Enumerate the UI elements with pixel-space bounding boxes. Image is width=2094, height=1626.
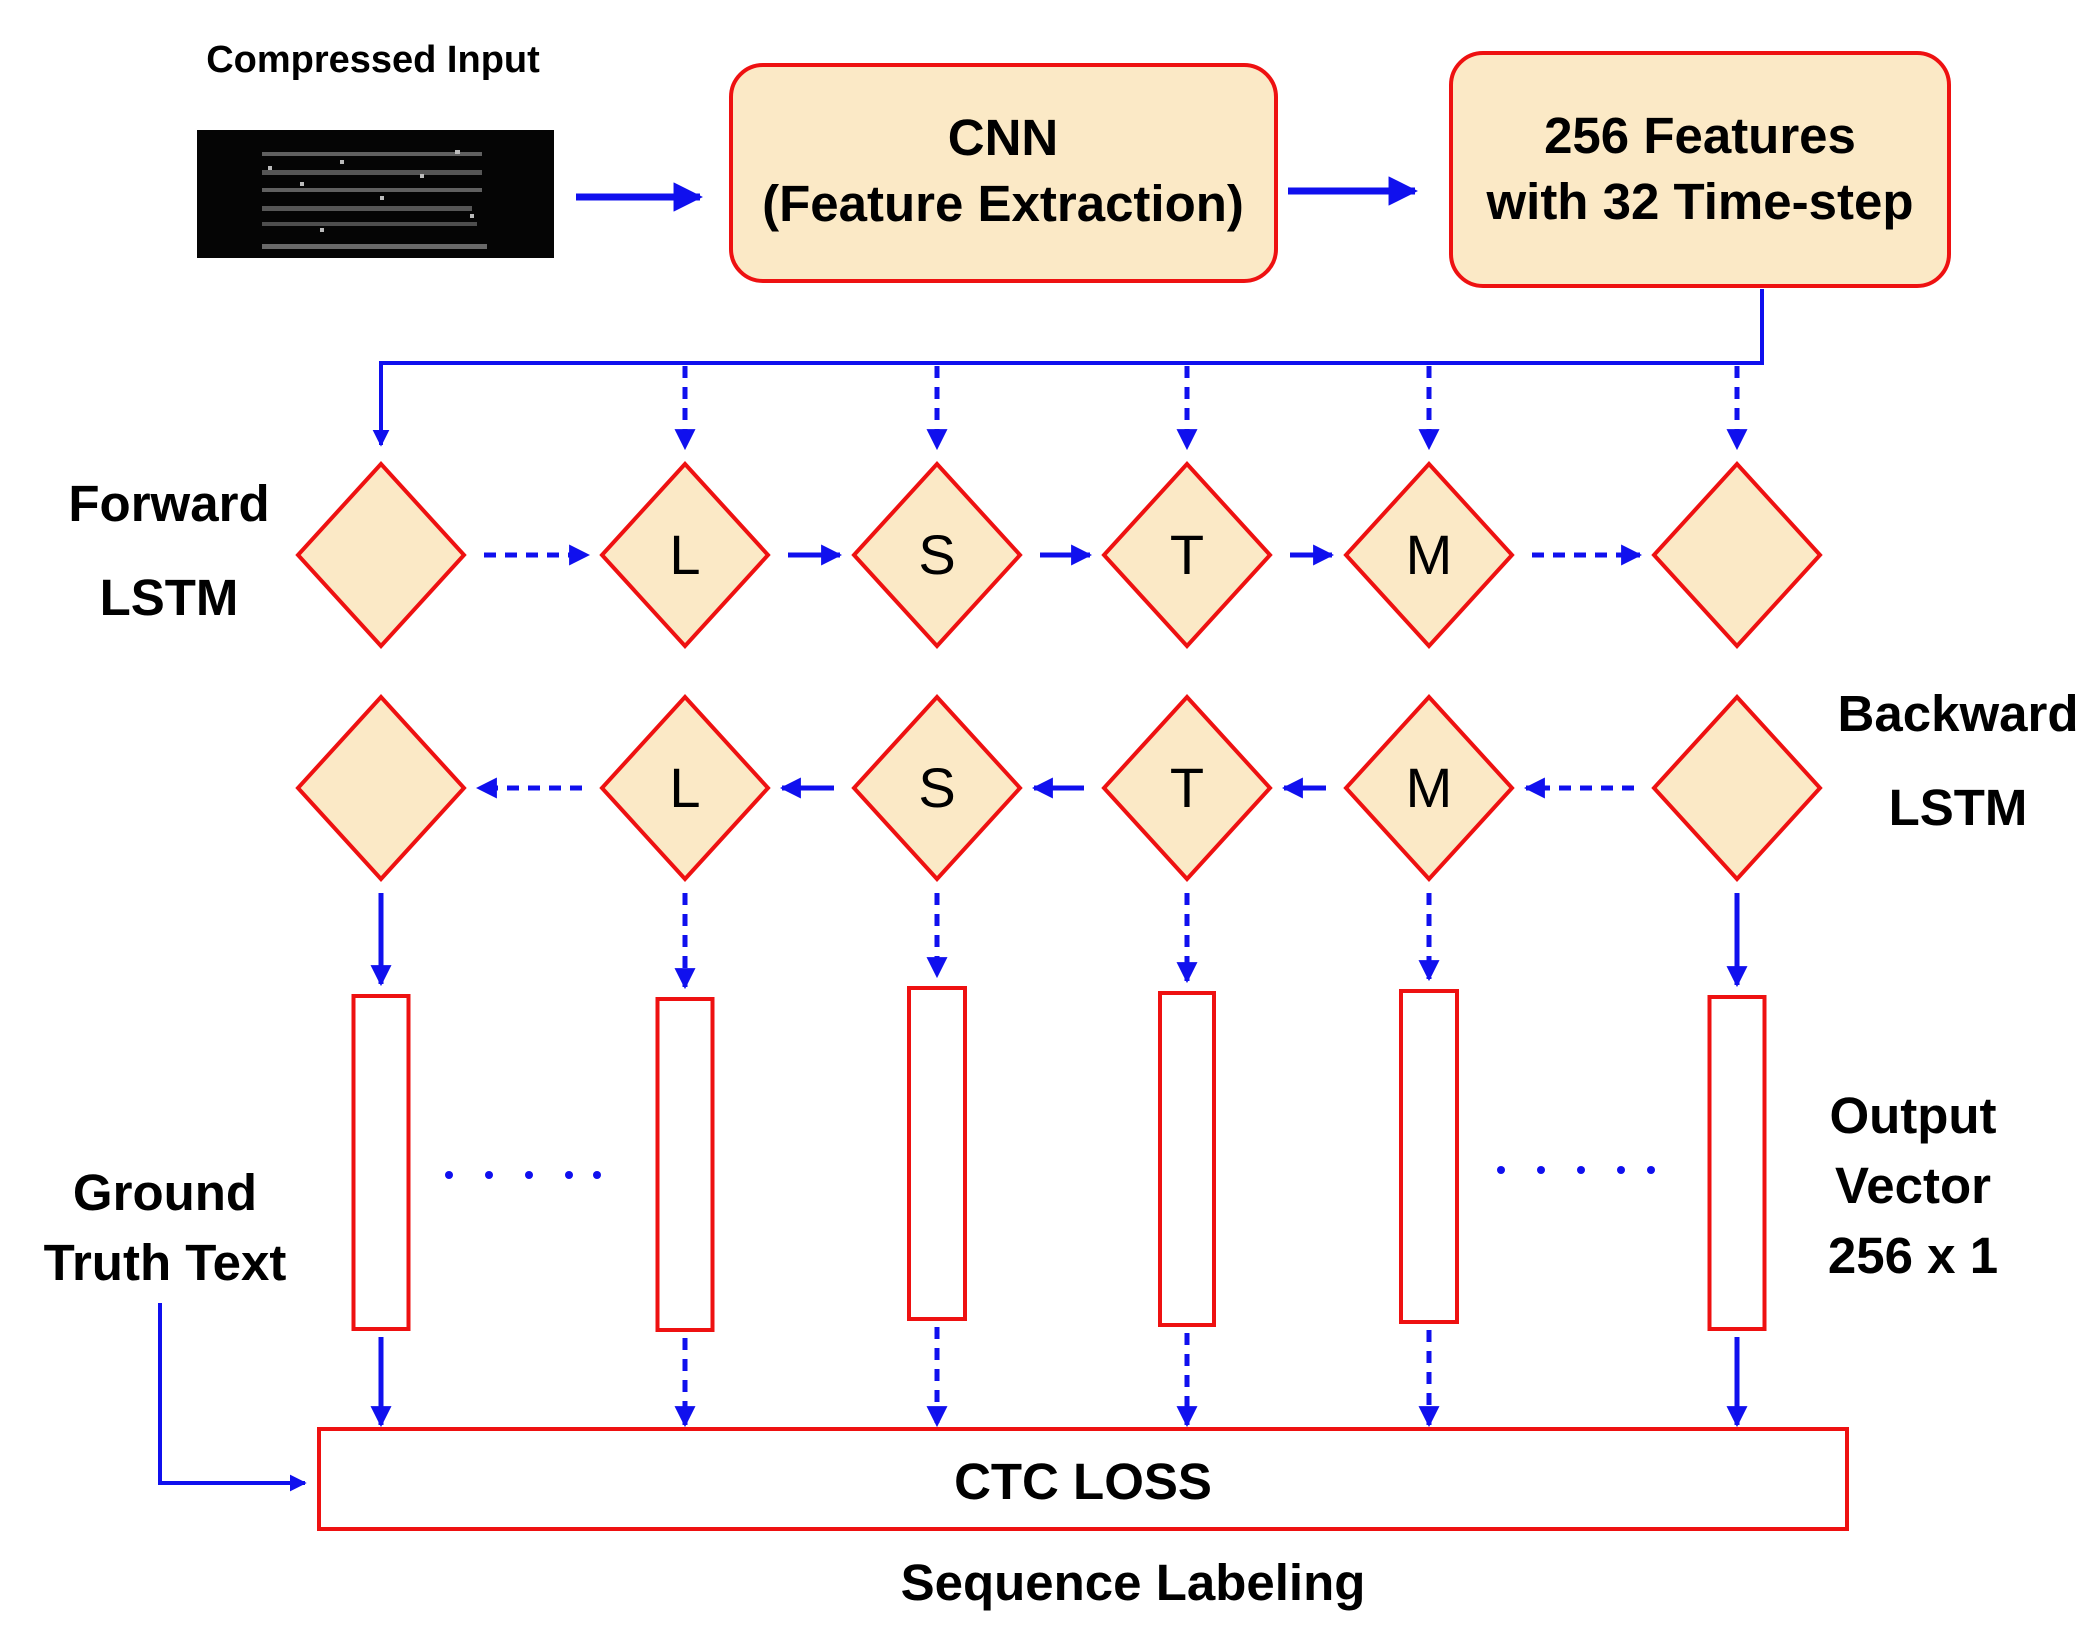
feature-drop-arrows [674,366,1748,451]
forward-lstm-cell-label: L [669,523,700,586]
cnn-box-title: CNN [948,109,1059,166]
backward-lstm-cell-label: T [1170,756,1204,819]
forward-lstm-cell-label: T [1170,523,1204,586]
backward-lstm-cell-label: M [1406,756,1453,819]
backward-lstm-cell-label: S [918,756,955,819]
forward-lstm-cell-shape [1343,461,1515,649]
forward-lstm-cell-shape [1651,461,1823,649]
ground-truth-label-1: Ground [73,1164,257,1221]
features-box [1449,51,1951,288]
sequence-labeling-caption: Sequence Labeling [901,1554,1366,1611]
backward-lstm-cell-shape [1343,694,1515,882]
ground-truth-label-2: Truth Text [44,1234,287,1291]
cnn-box-subtitle: (Feature Extraction) [762,175,1244,232]
feature-distribution-bus [372,289,1764,447]
forward-lstm-cell [295,461,467,649]
forward-lstm-cell-shape [851,461,1023,649]
forward-lstm-cell-label: M [1406,523,1453,586]
output-vector [1158,991,1216,1327]
backward-lstm-cell: L [599,694,771,882]
ctc-loss-label: CTC LOSS [954,1453,1212,1510]
backward-lstm-cell-shape [1101,694,1273,882]
backward-lstm-cell-shape [851,694,1023,882]
output-vector-label-2: Vector [1835,1157,1991,1214]
features-box-line1: 256 Features [1544,107,1856,164]
ctc-loss-box [317,1427,1849,1531]
backward-lstm-cell: S [851,694,1023,882]
backward-lstm-label-2: LSTM [1889,779,2028,836]
forward-lstm-cell: S [851,461,1023,649]
compressed-input-image [197,130,554,258]
output-vector [1707,995,1767,1331]
ellipsis-dots-left [445,1171,601,1179]
output-vector [655,997,715,1332]
forward-lstm-label: Forward [68,475,269,532]
ground-truth-arrow [158,1303,307,1492]
output-vector-row [351,893,1767,1428]
output-vector [907,986,967,1321]
output-vector-label-3: 256 x 1 [1828,1227,1998,1284]
forward-lstm-label-2: LSTM [100,569,239,626]
backward-lstm-cell-label: L [669,756,700,819]
backward-lstm-label: Backward [1838,685,2079,742]
forward-lstm-cell [1651,461,1823,649]
cnn-box [729,63,1278,283]
backward-lstm-cell [295,694,467,882]
compressed-input-label: Compressed Input [206,39,540,81]
output-vector-label-1: Output [1829,1087,1996,1144]
backward-lstm-cell [1651,694,1823,882]
backward-lstm-cell-shape [1651,694,1823,882]
backward-lstm-cell: T [1101,694,1273,882]
backward-lstm-cell-shape [599,694,771,882]
forward-lstm-cell-label: S [918,523,955,586]
forward-lstm-cell-shape [295,461,467,649]
forward-lstm-cell: L [599,461,771,649]
forward-lstm-cell-shape [1101,461,1273,649]
forward-lstm-cell: M [1343,461,1515,649]
backward-lstm-cell-shape [295,694,467,882]
features-box-line2: with 32 Time-step [1485,173,1913,230]
backward-lstm-cell: M [1343,694,1515,882]
output-vector [1399,989,1459,1324]
forward-lstm-cell-shape [599,461,771,649]
forward-lstm-cell: T [1101,461,1273,649]
ellipsis-dots-right [1497,1166,1655,1174]
output-vector [351,994,411,1331]
